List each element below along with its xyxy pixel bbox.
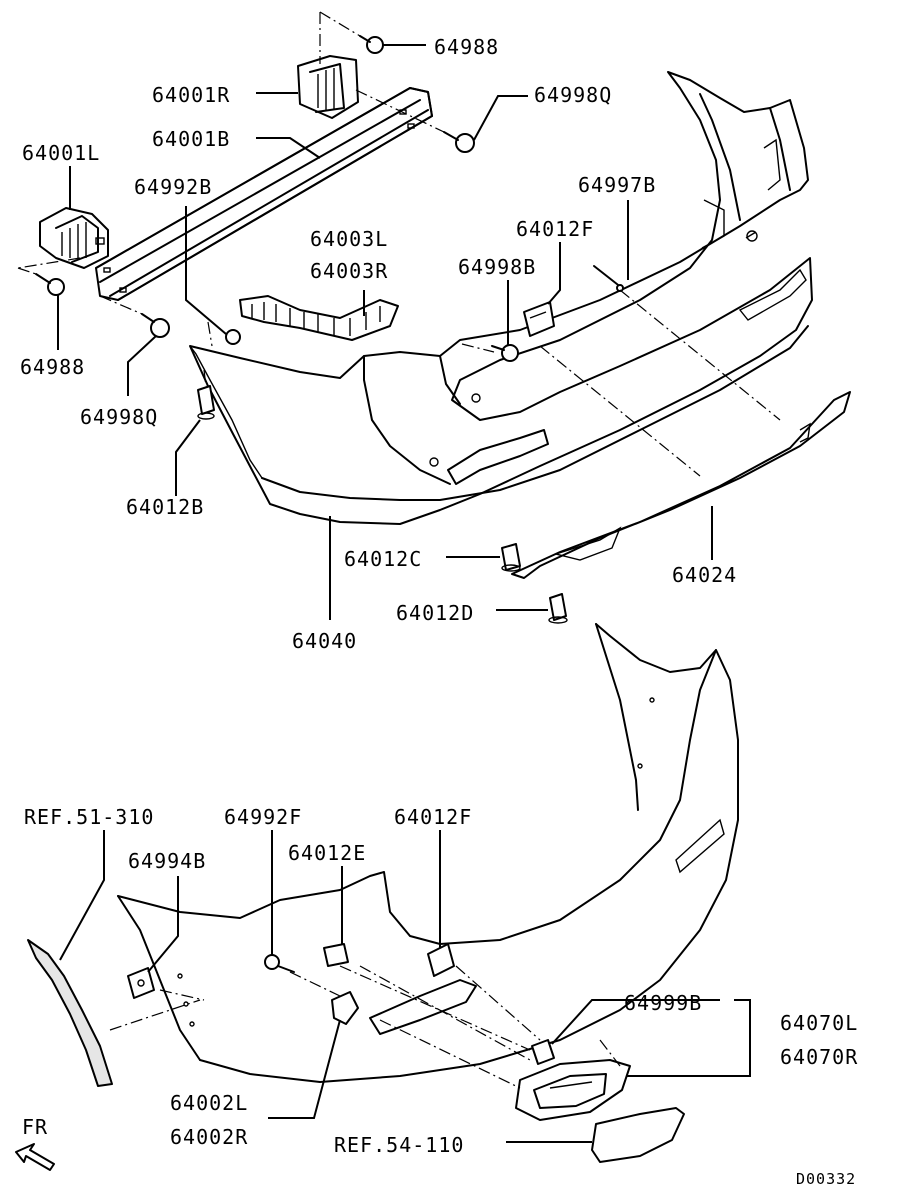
reflector-reference (591, 1107, 685, 1163)
label-64001L: 64001L (22, 141, 100, 165)
clip-64012C (501, 543, 521, 572)
label-64998Q-left: 64998Q (80, 405, 158, 429)
front-direction-arrow-icon (15, 1143, 55, 1171)
label-64001R: 64001R (152, 83, 230, 107)
label-ref-54-110: REF.54-110 (334, 1133, 464, 1157)
clip-nut-64999B (531, 1039, 555, 1065)
clip-64012E (323, 943, 349, 967)
label-64001B: 64001B (152, 127, 230, 151)
bumper-reinforcement-beam (95, 87, 433, 301)
diagram-code: D00332 (796, 1170, 856, 1187)
label-64988-left: 64988 (20, 355, 85, 379)
screw-64992F (264, 954, 295, 973)
screw-64992B (225, 329, 241, 345)
label-64999B: 64999B (624, 991, 702, 1015)
label-64070R: 64070R (780, 1045, 858, 1069)
label-64988-top: 64988 (434, 35, 499, 59)
label-64012C: 64012C (344, 547, 422, 571)
bolt-64998Q-left (141, 313, 170, 338)
label-ref-51-310: REF.51-310 (24, 805, 154, 829)
label-64997B: 64997B (578, 173, 656, 197)
clip-64012D (548, 593, 568, 624)
label-64012F-bottom: 64012F (394, 805, 472, 829)
label-64012E: 64012E (288, 841, 366, 865)
label-64998B: 64998B (458, 255, 536, 279)
bolt-64998Q-top (443, 131, 475, 153)
clip-64012B (197, 385, 215, 420)
bolt-64988-top (359, 35, 384, 54)
muffler-cutter-garnish (515, 1059, 631, 1121)
rear-bumper-cover (189, 71, 813, 525)
label-64012D: 64012D (396, 601, 474, 625)
label-fr: FR (22, 1115, 48, 1139)
bracket-64002 (331, 991, 359, 1025)
bolt-64998B (491, 344, 519, 362)
bolt-64988-left (35, 273, 65, 296)
clip-nut-64994B (127, 967, 155, 999)
right-beam-bracket (297, 55, 359, 119)
bumper-guide-bracket (239, 295, 399, 341)
label-64012B: 64012B (126, 495, 204, 519)
bumper-cover-reference-outline (117, 623, 739, 1083)
left-beam-bracket (39, 207, 109, 269)
label-64002R: 64002R (170, 1125, 248, 1149)
label-64002L: 64002L (170, 1091, 248, 1115)
label-64994B: 64994B (128, 849, 206, 873)
diffuser-garnish (369, 979, 477, 1035)
label-64024: 64024 (672, 563, 737, 587)
clip-64012F-bottom (427, 943, 455, 977)
lower-bumper-garnish (511, 391, 851, 579)
label-64998Q-top: 64998Q (534, 83, 612, 107)
label-64003R: 64003R (310, 259, 388, 283)
label-64992F: 64992F (224, 805, 302, 829)
clip-64012F-top (523, 301, 555, 337)
label-64012F-top: 64012F (516, 217, 594, 241)
label-64992B: 64992B (134, 175, 212, 199)
mudguard-reference (27, 939, 113, 1087)
label-64040: 64040 (292, 629, 357, 653)
rivet-64997B (593, 265, 624, 292)
label-64003L: 64003L (310, 227, 388, 251)
label-64070L: 64070L (780, 1011, 858, 1035)
